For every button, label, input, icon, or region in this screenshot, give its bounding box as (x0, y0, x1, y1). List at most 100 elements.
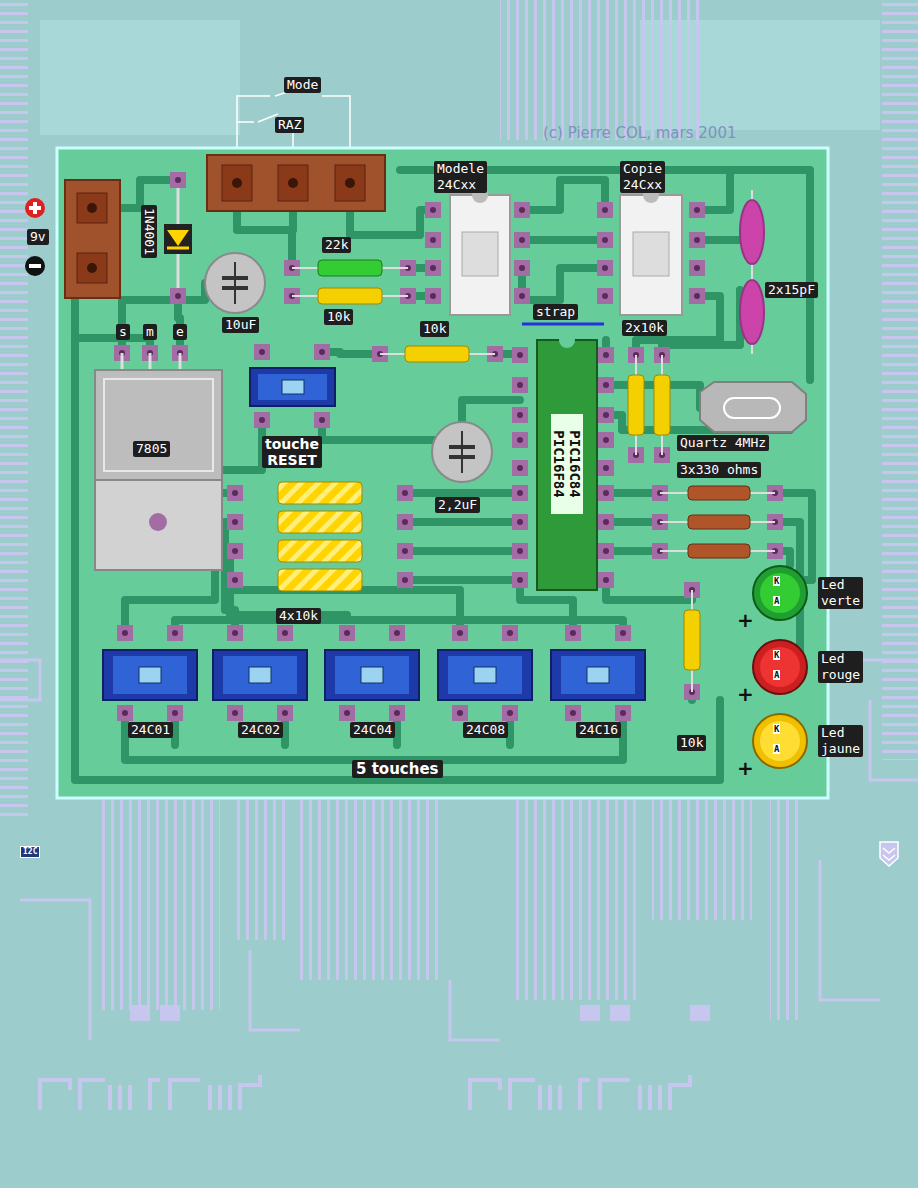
side-icons (880, 842, 898, 866)
switch-label: RAZ (275, 117, 304, 133)
pads-part (615, 625, 631, 641)
pads-part (514, 232, 530, 248)
pads-part (597, 260, 613, 276)
push-buttons-part (551, 650, 645, 700)
copper-tracks-part (405, 518, 520, 526)
part-label: 3x330 ohms (677, 462, 761, 478)
power-icons-part (29, 264, 41, 268)
pads-part (314, 344, 330, 360)
pads-part (598, 514, 614, 530)
eeprom-sockets-part (633, 232, 669, 276)
pads-part (598, 485, 614, 501)
pads-part (425, 288, 441, 304)
background-traces-part (510, 800, 640, 1000)
pads-part (615, 705, 631, 721)
pads-part (389, 625, 405, 641)
eeprom-sockets-part (462, 232, 498, 276)
pads-part (397, 514, 413, 530)
pads-part (452, 625, 468, 641)
pin-mark: K (773, 724, 780, 734)
pads-part (512, 347, 528, 363)
pads-part (397, 485, 413, 501)
switch-label: Mode (284, 77, 321, 93)
pads-part (167, 705, 183, 721)
pin-mark: K (773, 576, 780, 586)
copper-tracks-part (75, 338, 150, 353)
power-icons-part (25, 256, 45, 276)
copper-tracks-part (322, 352, 380, 354)
part-label: 4x10k (276, 608, 321, 624)
led-yellow: Led jauneKA (746, 711, 880, 771)
resistors-part (628, 375, 644, 435)
push-buttons-part (113, 656, 187, 694)
pin-label: e (173, 324, 187, 340)
eeprom-sockets (450, 187, 682, 315)
pads-part (512, 572, 528, 588)
pads-part (339, 625, 355, 641)
pin-mark: A (773, 670, 780, 680)
copper-tracks-part (606, 547, 660, 555)
pads-part (167, 625, 183, 641)
led-green: Led verteKA (746, 563, 880, 623)
part-label: 24C16 (576, 722, 621, 738)
capacitors-part (461, 431, 463, 473)
copper-tracks-part (400, 170, 810, 380)
capacitors-part (449, 455, 475, 459)
pads-part (170, 172, 186, 188)
part-label: 10k (420, 321, 449, 337)
part-label: Led jaune (818, 725, 863, 757)
part-label: 24C01 (128, 722, 173, 738)
background-traces-part (470, 1075, 690, 1110)
background-traces-part (232, 800, 287, 940)
pads-part (512, 514, 528, 530)
regulator-body (95, 353, 222, 570)
pads-part (598, 543, 614, 559)
resistor-network (278, 482, 362, 591)
pads-part (425, 260, 441, 276)
background-traces-part (882, 0, 918, 760)
push-buttons-part (223, 656, 297, 694)
power-connector-part (87, 203, 97, 213)
bus-icon: I2C (20, 846, 40, 858)
background-traces-part (300, 800, 440, 980)
part-label: 2x15pF (765, 282, 818, 298)
size-button: 24C04 (325, 620, 419, 742)
pads-part (689, 202, 705, 218)
pads-part (512, 543, 528, 559)
size-button: 24C01 (103, 620, 197, 742)
copper-tracks-part (522, 236, 605, 244)
copper-tracks-part (522, 268, 605, 300)
resistors-part (688, 515, 750, 529)
pads-part (254, 344, 270, 360)
part-label: strap (533, 304, 578, 320)
leds-part (760, 573, 800, 613)
pads-part (314, 412, 330, 428)
copper-tracks-part (462, 400, 520, 420)
capacitors-part (222, 286, 248, 290)
crystal (700, 382, 806, 432)
pads-part (117, 705, 133, 721)
part-label: Copie 24Cxx (620, 161, 665, 193)
pic-body-part (537, 340, 597, 590)
capacitors-part (234, 262, 236, 304)
copper-tracks-part (405, 547, 520, 555)
led-red: Led rougeKA (746, 637, 880, 697)
power-icons-part (33, 202, 37, 214)
capacitors-part (449, 445, 475, 449)
pads-part (689, 260, 705, 276)
pads-part (514, 260, 530, 276)
pads-part (512, 377, 528, 393)
voltage-label: 9v (27, 229, 49, 245)
pads-part (502, 705, 518, 721)
pin-mark: K (773, 650, 780, 660)
background-traces-part (580, 1005, 600, 1021)
leds (753, 566, 807, 768)
pads-part (425, 202, 441, 218)
copper-tracks-part (122, 283, 205, 353)
background-traces-part (500, 0, 700, 140)
regulator-body-part (95, 480, 222, 570)
push-buttons-part (561, 656, 635, 694)
switch-connector-part (345, 178, 355, 188)
